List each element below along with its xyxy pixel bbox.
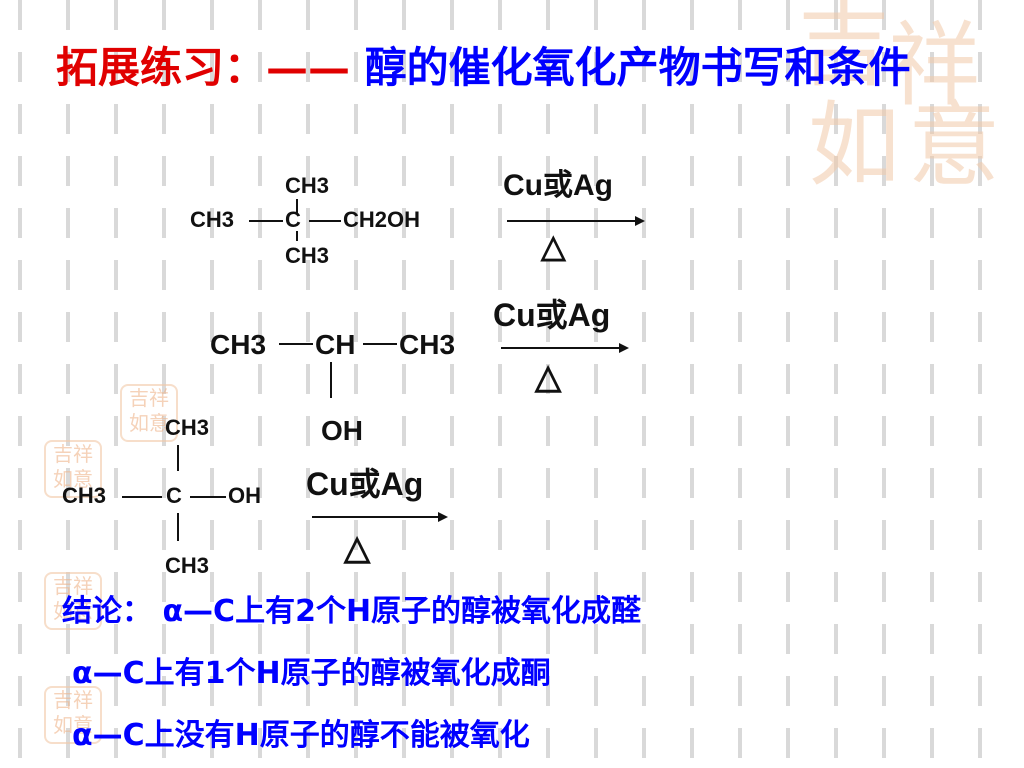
r2-left-group: CH3 <box>210 329 266 360</box>
r1-arrow-head <box>635 216 645 226</box>
r2-condition: △ <box>534 358 562 396</box>
r3-left-group: CH3 <box>62 483 106 508</box>
seal-small-graphic: 吉祥如意 <box>44 440 102 498</box>
r3-bottom-group: CH3 <box>165 553 209 578</box>
r3-condition: △ <box>343 529 371 567</box>
title-part-red: 拓展练习： <box>56 43 267 92</box>
r2-arrow-head <box>619 343 629 353</box>
r3-center-atom: C <box>166 483 182 508</box>
conclusion-line-3: α—C上没有H原子的醇不能被氧化 <box>72 718 530 753</box>
conclusion-line-1: 结论： α—C上有2个H原子的醇被氧化成醛 <box>62 594 642 629</box>
seal-small-graphic: 吉祥如意 <box>120 384 178 442</box>
reaction-1: CH3 CH3 C CH2OH CH3 Cu或Ag △ <box>190 169 645 268</box>
r1-catalyst: Cu或Ag <box>503 169 613 202</box>
r2-right-group: CH3 <box>399 329 455 360</box>
reaction-2: CH3 CH CH3 OH Cu或Ag △ <box>210 297 629 446</box>
seal-small-graphic: 吉祥如意 <box>44 572 102 630</box>
r2-bottom-group: OH <box>321 415 363 446</box>
r1-bottom-group: CH3 <box>285 243 329 268</box>
seal-watermark-graphic: 吉 祥 如 意 <box>798 0 1001 199</box>
page-title: 拓展练习：—— 醇的催化氧化产物书写和条件 <box>56 40 956 96</box>
title-dash: —— <box>266 43 351 92</box>
r1-center-atom: C <box>285 207 301 232</box>
r3-catalyst: Cu或Ag <box>306 466 423 502</box>
r3-arrow-head <box>438 512 448 522</box>
r3-right-group: OH <box>228 483 261 508</box>
conclusion-line-2: α—C上有1个H原子的醇被氧化成酮 <box>72 656 551 691</box>
r1-condition: △ <box>540 228 567 264</box>
r3-top-group: CH3 <box>165 415 209 440</box>
r1-left-group: CH3 <box>190 207 234 232</box>
r2-catalyst: Cu或Ag <box>493 297 610 333</box>
r1-top-group: CH3 <box>285 173 329 198</box>
r2-center-atom: CH <box>315 329 355 360</box>
title-part-blue: 醇的催化氧化产物书写和条件 <box>350 43 911 92</box>
r1-right-group: CH2OH <box>343 207 420 232</box>
reaction-3: CH3 CH3 C OH CH3 Cu或Ag △ <box>62 415 448 578</box>
background-dashed-lines <box>18 0 1024 768</box>
seal-small-graphic: 吉祥如意 <box>44 686 102 744</box>
